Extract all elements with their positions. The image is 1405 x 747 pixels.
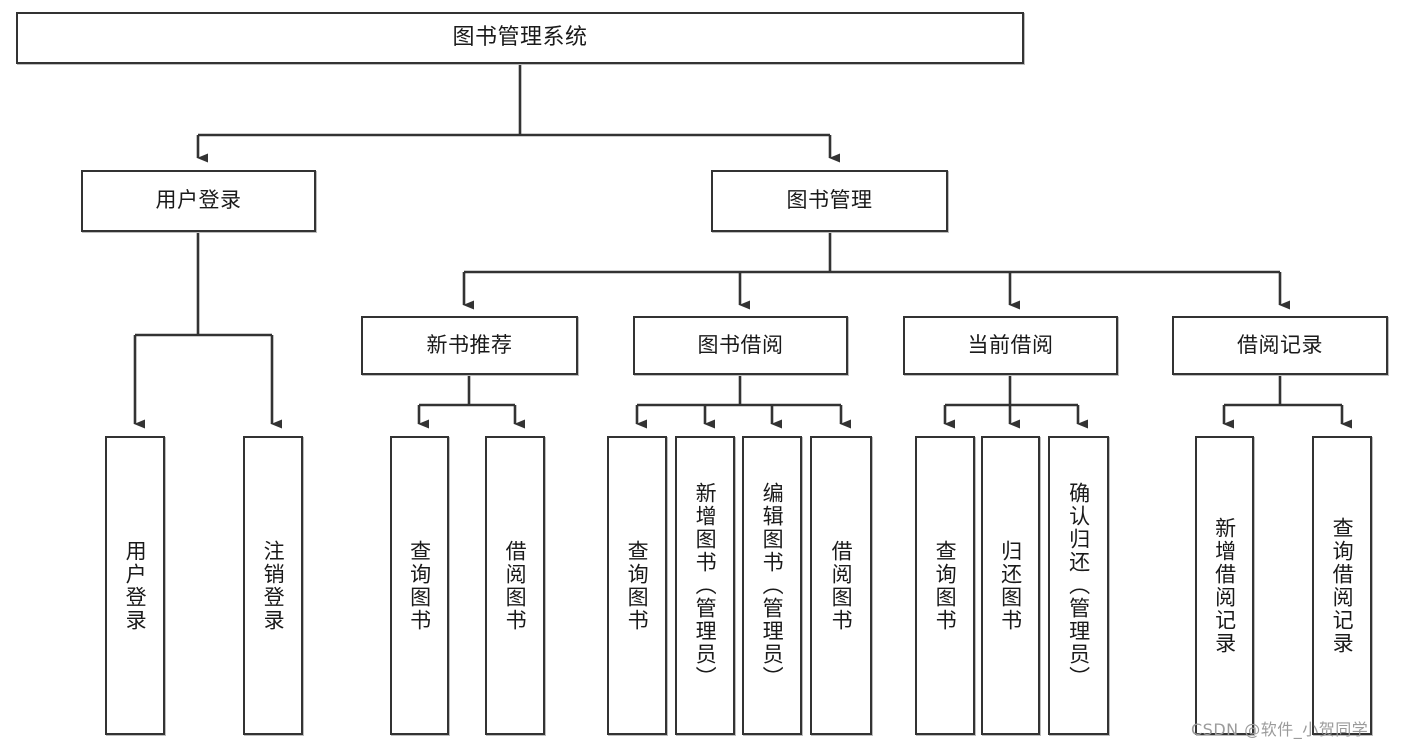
leaf-label: 确认归还（管理员） [1066,482,1091,689]
node-leaf-add-record[interactable]: 新增借阅记录 [1195,436,1254,735]
node-leaf-borrow-book-1[interactable]: 借阅图书 [485,436,545,735]
leaf-label: 查询图书 [407,539,432,632]
leaf-label: 归还图书 [998,539,1023,632]
node-leaf-query-book-1[interactable]: 查询图书 [390,436,449,735]
leaf-label: 编辑图书（管理员） [760,482,785,689]
node-leaf-user-logout[interactable]: 注销登录 [243,436,303,735]
node-leaf-user-login[interactable]: 用户登录 [105,436,165,735]
node-new-book-recommend[interactable]: 新书推荐 [361,316,578,375]
node-user-login[interactable]: 用户登录 [81,170,316,232]
node-leaf-edit-book[interactable]: 编辑图书（管理员） [742,436,802,735]
node-borrow-record[interactable]: 借阅记录 [1172,316,1388,375]
node-leaf-query-book-3[interactable]: 查询图书 [915,436,975,735]
leaf-label: 查询借阅记录 [1330,516,1355,655]
leaf-label: 新增图书（管理员） [693,482,718,689]
leaf-label: 查询图书 [933,539,958,632]
node-leaf-borrow-book-2[interactable]: 借阅图书 [810,436,872,735]
leaf-label: 借阅图书 [829,539,854,632]
leaf-label: 查询图书 [625,539,650,632]
node-leaf-add-book[interactable]: 新增图书（管理员） [675,436,735,735]
node-leaf-query-record[interactable]: 查询借阅记录 [1312,436,1372,735]
node-leaf-confirm-return[interactable]: 确认归还（管理员） [1048,436,1109,735]
leaf-label: 用户登录 [123,539,148,632]
node-leaf-query-book-2[interactable]: 查询图书 [607,436,667,735]
node-book-management[interactable]: 图书管理 [711,170,948,232]
node-book-borrow[interactable]: 图书借阅 [633,316,848,375]
csdn-watermark: CSDN @软件_小贺同学 [1191,720,1369,739]
leaf-label: 借阅图书 [503,539,528,632]
node-leaf-return-book[interactable]: 归还图书 [981,436,1040,735]
node-current-borrow[interactable]: 当前借阅 [903,316,1118,375]
node-root-system[interactable]: 图书管理系统 [16,12,1024,64]
leaf-label: 注销登录 [261,539,286,632]
leaf-label: 新增借阅记录 [1212,516,1237,655]
